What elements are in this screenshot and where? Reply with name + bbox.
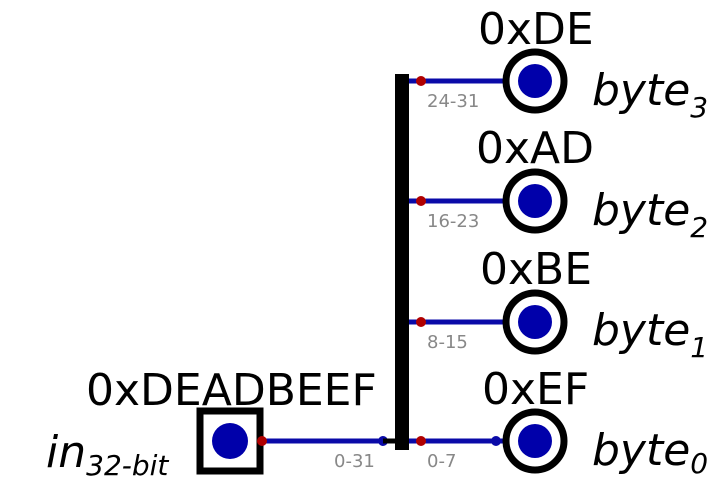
- output-byte0: 0xEF 0-7 byte0: [409, 364, 708, 480]
- output-value-byte0: 0xEF: [482, 364, 589, 415]
- input-label-sub: 32-bit: [86, 449, 169, 480]
- output-wire-joint-byte0: [491, 436, 501, 446]
- output-label-byte0: byte0: [592, 425, 708, 480]
- output-value-byte1: 0xBE: [480, 244, 592, 295]
- output-pin-byte3[interactable]: [502, 48, 568, 114]
- output-range-byte1: 8-15: [427, 332, 468, 353]
- input-value: 0xDEADBEEF: [86, 365, 377, 416]
- output-connector-byte0: [416, 436, 426, 446]
- output-connector-byte2: [416, 196, 426, 206]
- output-range-byte2: 16-23: [427, 211, 479, 232]
- output-range-byte0: 0-7: [427, 451, 456, 472]
- output-value-byte2: 0xAD: [476, 123, 594, 174]
- splitter-bus: [395, 74, 409, 450]
- output-pin-byte0[interactable]: [502, 408, 568, 474]
- input-label-main: in: [46, 427, 86, 478]
- output-byte2: 0xAD 16-23 byte2: [409, 123, 708, 244]
- input-pin-dot: [212, 423, 248, 459]
- input-pin[interactable]: [196, 407, 264, 475]
- output-pin-byte1[interactable]: [502, 289, 568, 355]
- output-connector-byte1: [416, 317, 426, 327]
- output-byte1: 0xBE 8-15 byte1: [409, 244, 708, 364]
- output-label-byte2: byte2: [592, 185, 708, 244]
- output-byte3: 0xDE 24-31 byte3: [409, 4, 708, 124]
- output-range-byte3: 24-31: [427, 91, 479, 112]
- output-value-byte3: 0xDE: [478, 4, 594, 55]
- output-label-byte3: byte3: [592, 65, 708, 124]
- output-pin-byte2[interactable]: [502, 168, 568, 234]
- input-connector: [257, 436, 267, 446]
- input-label: in32-bit: [46, 427, 169, 480]
- input-pin-box: [196, 407, 264, 475]
- output-label-byte1: byte1: [592, 305, 708, 364]
- input-range: 0-31: [334, 451, 375, 472]
- output-connector-byte3: [416, 76, 426, 86]
